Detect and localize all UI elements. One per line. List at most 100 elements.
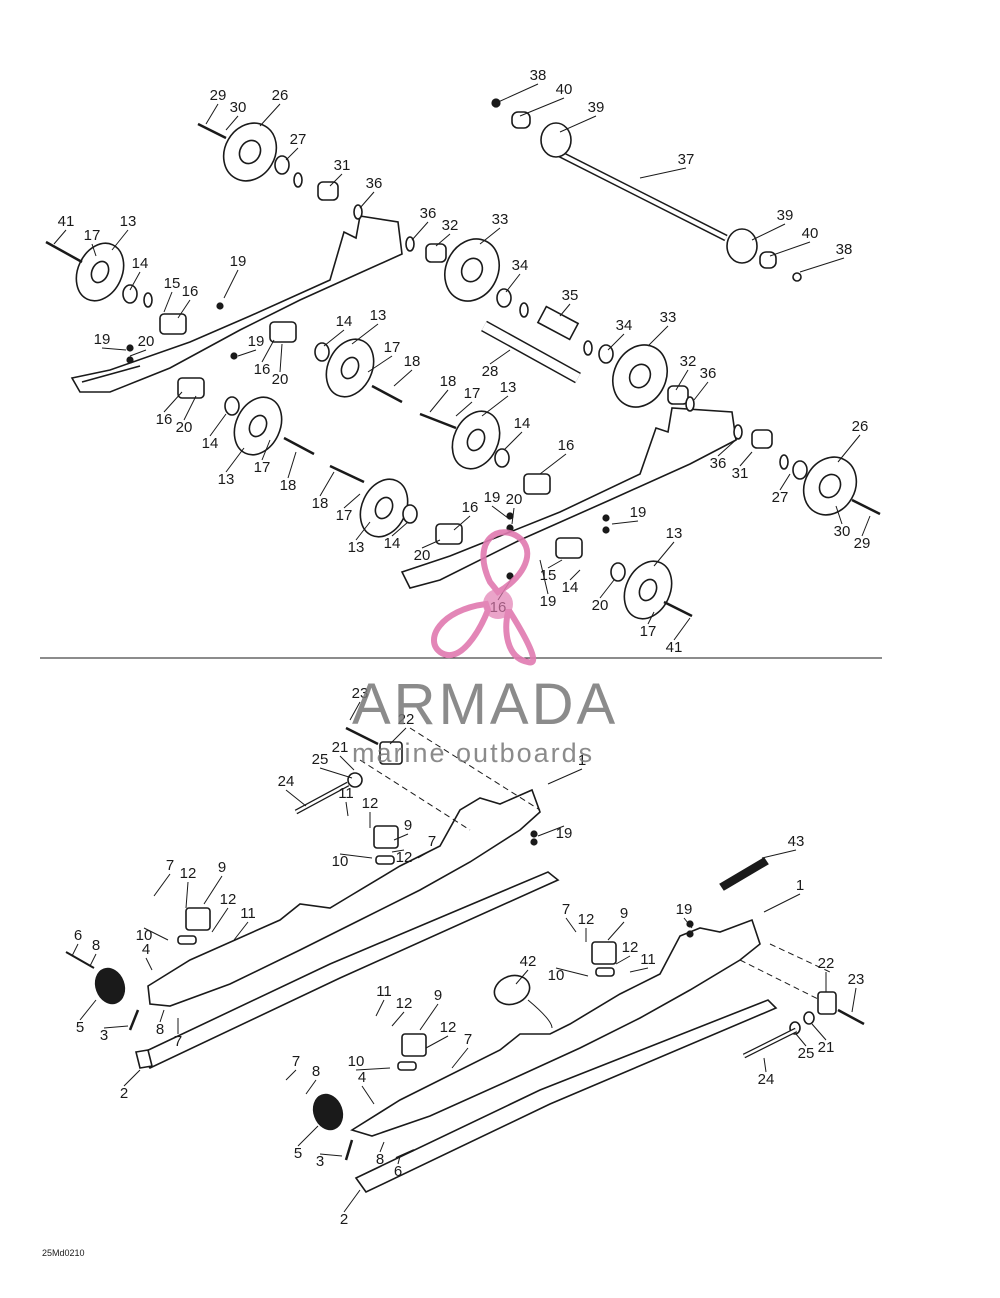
leader-line [397,1155,401,1165]
callout-25: 25 [798,1045,815,1062]
leader-line [673,617,691,641]
leader-line [421,539,441,549]
callout-36: 36 [366,175,383,192]
callout-10: 10 [332,853,349,870]
callout-13: 13 [218,471,235,488]
leader-line [351,323,379,345]
leader-line [547,559,563,569]
leader-line [769,241,811,257]
leader-line [861,515,871,537]
leader-line [479,227,501,245]
callout-32: 32 [442,217,459,234]
leader-line [835,505,843,525]
callout-36: 36 [700,365,717,382]
leader-line [511,507,515,525]
callout-31: 31 [334,157,351,174]
callout-20: 20 [272,371,289,388]
callout-28: 28 [482,363,499,380]
leader-line [211,907,229,933]
callout-19: 19 [540,593,557,610]
leader-line [639,167,687,179]
callout-38: 38 [530,67,547,84]
leader-line [539,453,567,475]
leader-line [123,1069,141,1087]
leader-line [183,395,197,421]
leader-line [515,969,529,985]
callout-8: 8 [312,1063,320,1080]
callout-24: 24 [758,1071,775,1088]
leader-line [647,325,669,347]
callout-12: 12 [362,795,379,812]
callout-6: 6 [394,1163,402,1180]
callout-5: 5 [76,1019,84,1036]
callout-34: 34 [616,317,633,334]
callout-7: 7 [562,901,570,918]
callout-12: 12 [220,891,237,908]
callout-20: 20 [176,419,193,436]
leader-line [739,451,753,467]
callout-35: 35 [562,287,579,304]
callout-37: 37 [678,151,695,168]
leader-line [287,451,297,479]
leader-line [751,223,786,241]
callout-22: 22 [818,955,835,972]
callout-40: 40 [556,81,573,98]
callout-9: 9 [404,817,412,834]
leader-line [375,999,385,1017]
leader-line [391,1011,405,1027]
callout-41: 41 [58,213,75,230]
leader-line [629,967,649,973]
leader-line [259,103,281,127]
callout-11: 11 [240,905,256,922]
leader-line [319,767,353,779]
callout-19: 19 [484,489,501,506]
callout-29: 29 [854,535,871,552]
callout-19: 19 [556,825,573,842]
callout-24: 24 [278,773,295,790]
leader-line [481,395,509,417]
callout-42: 42 [520,953,537,970]
callout-22: 22 [398,711,415,728]
callout-23: 23 [848,971,865,988]
leader-line [101,347,127,351]
callout-14: 14 [514,415,531,432]
callout-13: 13 [348,539,365,556]
callout-21: 21 [818,1039,835,1056]
leader-line [435,233,451,247]
callout-18: 18 [440,373,457,390]
leader-line [205,103,219,125]
callout-16: 16 [462,499,479,516]
leader-line [425,1035,449,1049]
callout-34: 34 [512,257,529,274]
callout-16: 16 [558,437,575,454]
bolts-lower [65,726,865,1161]
callout-4: 4 [358,1069,366,1086]
leader-line [103,1025,129,1029]
callout-8: 8 [156,1021,164,1038]
callout-41: 41 [666,639,683,656]
leader-line [355,521,371,541]
callout-11: 11 [338,785,354,802]
callout-11: 11 [640,951,656,968]
callout-16: 16 [156,411,173,428]
callout-17: 17 [640,623,657,640]
leader-line [429,389,449,413]
leader-line [451,1047,469,1069]
callout-31: 31 [732,465,749,482]
leader-line [143,927,169,941]
callout-33: 33 [660,309,677,326]
callout-12: 12 [396,995,413,1012]
callout-1: 1 [796,877,804,894]
callout-8: 8 [376,1151,384,1168]
leader-line [717,437,739,457]
leader-line [71,943,79,957]
callout-19: 19 [630,504,647,521]
callout-39: 39 [777,207,794,224]
callout-13: 13 [370,307,387,324]
upper-assembly [45,98,881,620]
leader-line [417,849,433,859]
leader-line [129,271,141,291]
callout-10: 10 [136,927,153,944]
leader-line [163,391,183,413]
